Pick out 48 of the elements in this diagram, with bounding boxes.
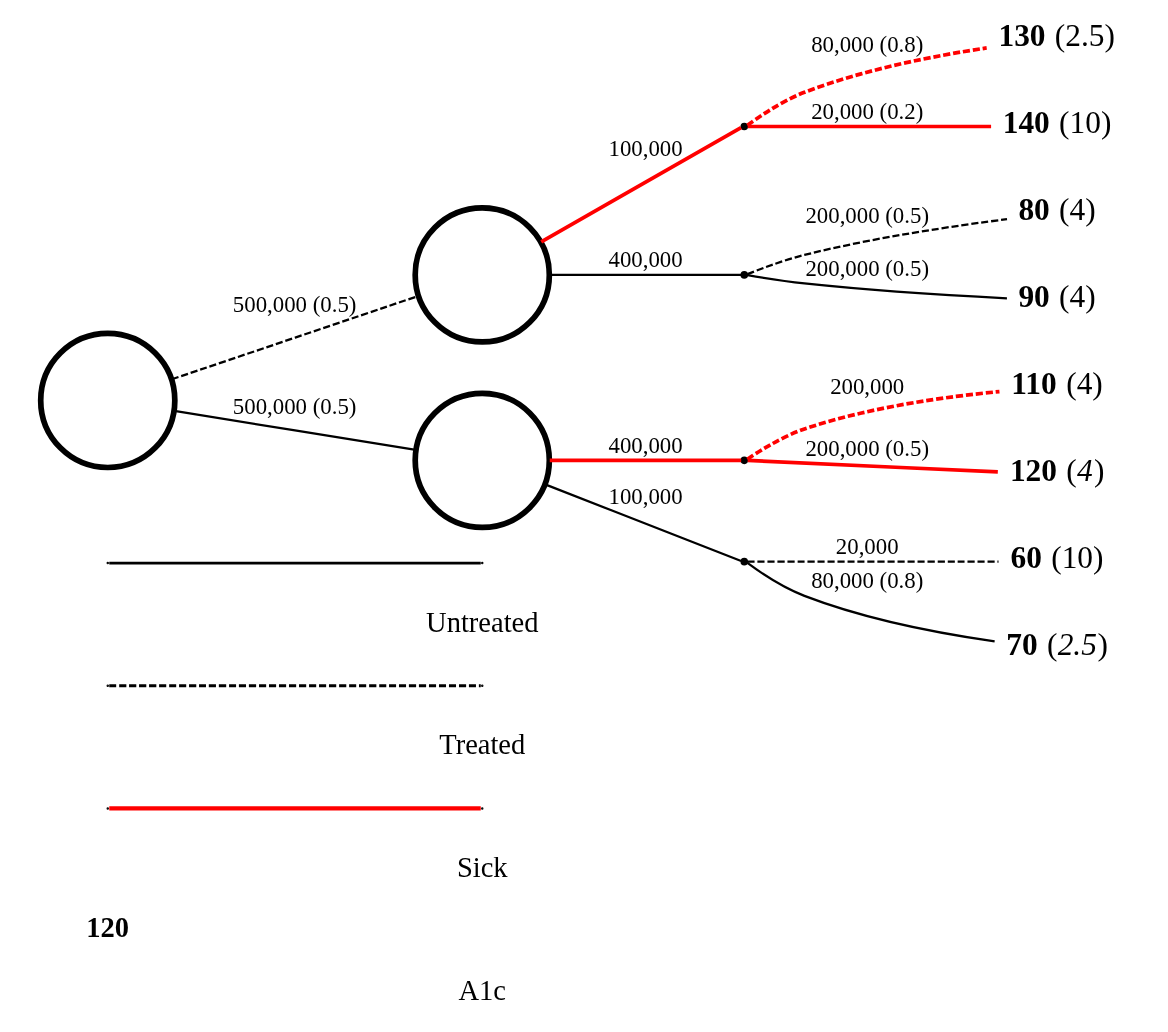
- node-point: [740, 122, 748, 131]
- node-text: 140 (10): [1002, 105, 1111, 141]
- node-circle: [411, 390, 552, 531]
- edge-label: 80,000 (0.8): [810, 568, 923, 594]
- edge-label: 200,000 (0.5): [804, 256, 929, 282]
- node-circle: [37, 330, 178, 471]
- node-circle: [411, 205, 552, 345]
- connector: [173, 409, 416, 451]
- legend-label: Treated: [438, 729, 525, 761]
- node-text: 130 (2.5): [997, 18, 1115, 54]
- legend-label: A1c: [458, 974, 506, 1006]
- connector: [745, 389, 1000, 461]
- connector: [747, 560, 998, 563]
- connector: [746, 218, 1007, 276]
- connector: [746, 562, 995, 643]
- connector: [539, 125, 742, 244]
- connector: [544, 483, 742, 563]
- edge-label: 20,000 (0.2): [810, 99, 923, 125]
- connector: [549, 458, 741, 463]
- edge-label: 500,000 (0.5): [232, 394, 356, 420]
- label: 120: [85, 911, 129, 943]
- connector: [170, 294, 419, 381]
- legend-label: Untreated: [425, 606, 538, 638]
- node-text: 90 (4): [1017, 279, 1096, 315]
- edge-label: 200,000: [829, 374, 904, 400]
- edge-label: 100,000: [608, 484, 683, 510]
- node-point: [740, 456, 748, 465]
- connector: [746, 274, 1007, 300]
- legend-label: Sick: [456, 851, 508, 883]
- node-text: 120 (4): [1009, 453, 1105, 489]
- edge-label: 500,000 (0.5): [232, 291, 356, 317]
- connector: [745, 46, 987, 127]
- node-text: 70 (2.5): [1005, 627, 1108, 663]
- node-text: 110 (4): [1010, 366, 1103, 402]
- edge-label: 100,000: [608, 136, 683, 162]
- connector: [549, 273, 741, 277]
- connector: [747, 124, 991, 129]
- edge-label: 400,000: [608, 432, 683, 458]
- node-text: 80 (4): [1017, 192, 1096, 228]
- node-point: [740, 271, 748, 279]
- node-point: [740, 557, 748, 566]
- node-text: 60 (10): [1010, 540, 1104, 576]
- edge-label: 400,000: [608, 247, 683, 273]
- connector: [747, 458, 998, 474]
- edge-label: 200,000 (0.5): [804, 203, 929, 229]
- edge-label: 20,000: [835, 534, 899, 560]
- edge-label: 80,000 (0.8): [810, 32, 923, 58]
- edge-label: 200,000 (0.5): [804, 435, 929, 461]
